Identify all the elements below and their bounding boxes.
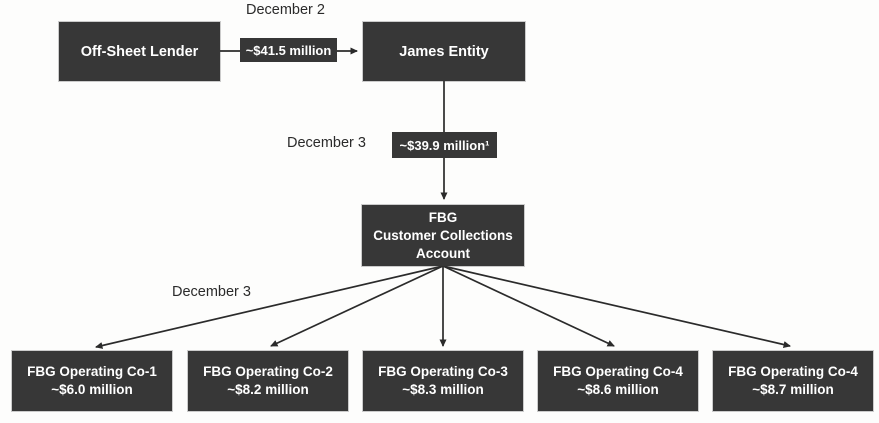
node-james-entity: James Entity (363, 22, 525, 81)
edge-amount-39-9-million: ~$39.9 million¹ (392, 132, 497, 158)
node-fbg-operating-co-3: FBG Operating Co-3 ~$8.3 million (363, 351, 523, 411)
edge-collections-to-co2 (270, 265, 444, 347)
node-fbg-customer-collections-account: FBG Customer Collections Account (362, 205, 524, 266)
edge-amount-41-5-million: ~$41.5 million (240, 38, 337, 62)
collections-label-line2: Customer Collections (373, 227, 513, 243)
node-fbg-operating-co-1: FBG Operating Co-1 ~$6.0 million (12, 351, 172, 411)
op-co-1-amount: ~$6.0 million (51, 382, 133, 397)
node-fbg-operating-co-4: FBG Operating Co-4 ~$8.6 million (538, 351, 698, 411)
node-fbg-operating-co-5: FBG Operating Co-4 ~$8.7 million (713, 351, 873, 411)
collections-label-line3: Account (416, 245, 470, 261)
node-james-entity-label: James Entity (399, 43, 489, 60)
op-co-4-amount: ~$8.6 million (577, 382, 659, 397)
op-co-3-name: FBG Operating Co-3 (378, 363, 508, 379)
edge-collections-to-co1 (95, 265, 444, 349)
node-fbg-operating-co-2: FBG Operating Co-2 ~$8.2 million (188, 351, 348, 411)
op-co-5-amount: ~$8.7 million (752, 382, 834, 397)
node-off-sheet-lender: Off-Sheet Lender (59, 22, 220, 81)
edge-collections-to-co4 (442, 265, 615, 347)
node-off-sheet-lender-label: Off-Sheet Lender (80, 43, 199, 60)
op-co-2-name: FBG Operating Co-2 (203, 363, 333, 379)
op-co-5-name: FBG Operating Co-4 (728, 363, 858, 379)
edge-collections-to-co5 (442, 265, 791, 348)
op-co-2-amount: ~$8.2 million (227, 382, 309, 397)
collections-label-line1: FBG (428, 209, 458, 225)
op-co-3-amount: ~$8.3 million (402, 382, 484, 397)
date-label-december-2: December 2 (246, 2, 325, 18)
op-co-4-name: FBG Operating Co-4 (553, 363, 683, 379)
date-label-december-3-bottom: December 3 (172, 284, 251, 300)
date-label-december-3-top: December 3 (287, 135, 366, 151)
op-co-1-name: FBG Operating Co-1 (27, 363, 157, 379)
